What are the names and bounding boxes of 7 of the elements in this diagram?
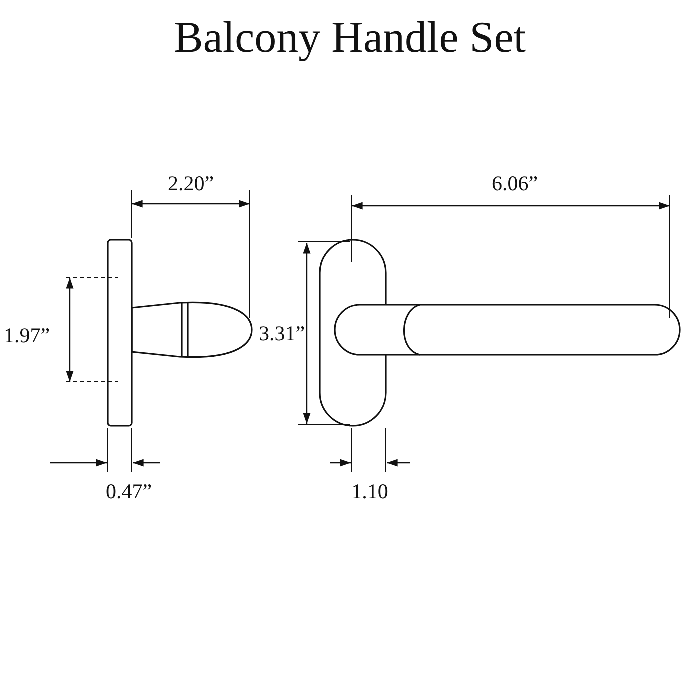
dimension-label: 0.47” <box>106 480 152 504</box>
dimension-label: 6.06” <box>492 172 538 196</box>
dimension-label: 3.31” <box>258 322 306 346</box>
dimension-label: 1.10 <box>352 480 388 504</box>
dimension-label: 1.97” <box>4 324 50 348</box>
title: Balcony Handle Set <box>173 12 527 63</box>
dimension-label: 2.20” <box>168 172 214 196</box>
